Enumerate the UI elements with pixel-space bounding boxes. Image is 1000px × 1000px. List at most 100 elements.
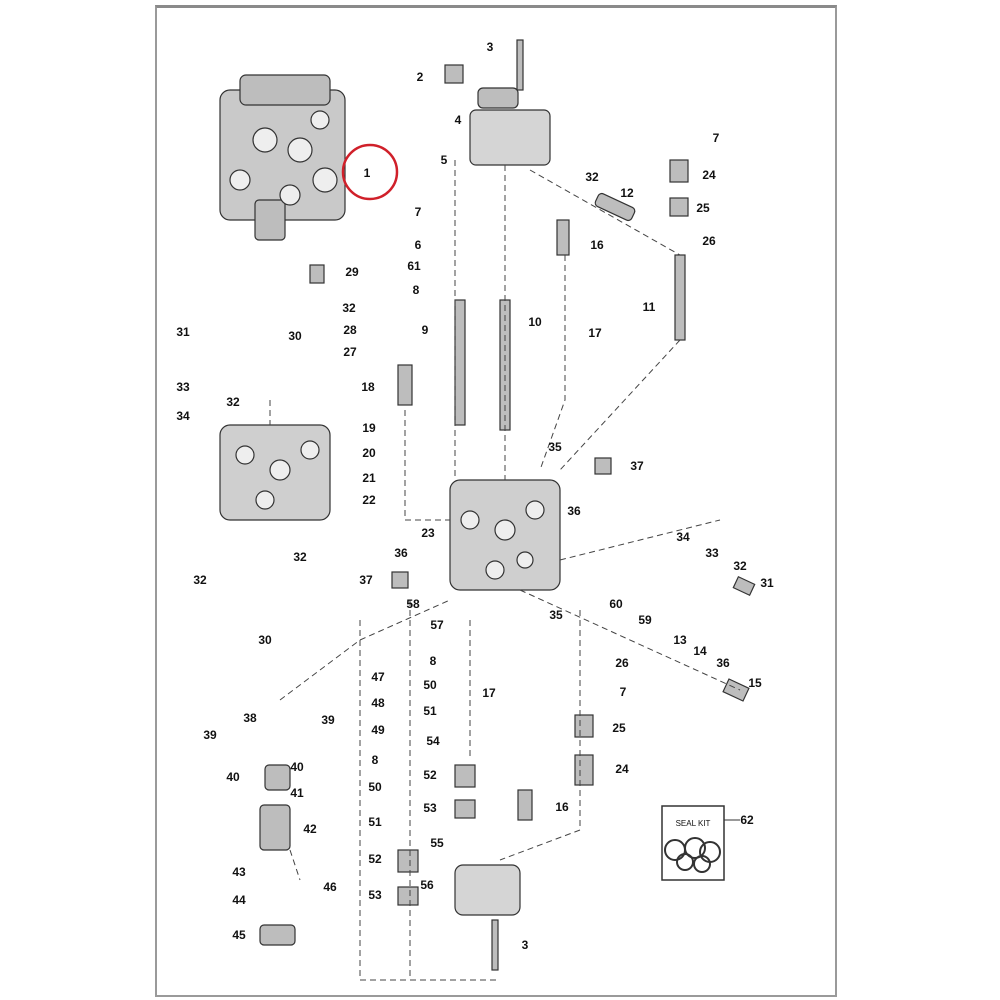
callout-7: 7 xyxy=(620,685,627,699)
callout-22: 22 xyxy=(362,493,376,507)
cap-25-top xyxy=(669,197,689,217)
callout-32: 32 xyxy=(733,559,747,573)
callout-59: 59 xyxy=(638,613,652,627)
callout-35: 35 xyxy=(549,608,563,622)
spool-11 xyxy=(674,254,686,341)
callout-39: 39 xyxy=(321,713,335,727)
callout-36: 36 xyxy=(716,656,730,670)
callout-25: 25 xyxy=(696,201,710,215)
cap-45 xyxy=(259,924,296,946)
callout-24: 24 xyxy=(615,762,629,776)
callout-9: 9 xyxy=(422,323,429,337)
callout-32: 32 xyxy=(193,573,207,587)
callout-8: 8 xyxy=(413,283,420,297)
callout-51: 51 xyxy=(423,704,437,718)
bolt-3-bottom xyxy=(491,919,499,971)
assembly-lines xyxy=(269,160,741,981)
callout-36: 36 xyxy=(567,504,581,518)
fitting-16 xyxy=(556,219,570,256)
plate-4 xyxy=(477,87,519,109)
callout-32: 32 xyxy=(226,395,240,409)
callout-3: 3 xyxy=(522,938,529,952)
callout-48: 48 xyxy=(371,696,385,710)
callout-42: 42 xyxy=(303,822,317,836)
callout-21: 21 xyxy=(362,471,376,485)
fitting-31 xyxy=(732,575,756,597)
callout-31: 31 xyxy=(176,325,190,339)
cap-2 xyxy=(444,64,464,84)
callout-41: 41 xyxy=(290,786,304,800)
fitting-37a xyxy=(594,457,612,475)
callout-40: 40 xyxy=(226,770,240,784)
callout-30: 30 xyxy=(258,633,272,647)
highlight-circle xyxy=(341,143,399,201)
callout-15: 15 xyxy=(748,676,762,690)
callout-44: 44 xyxy=(232,893,246,907)
callout-60: 60 xyxy=(609,597,623,611)
callout-53: 53 xyxy=(368,888,382,902)
cap-53b xyxy=(397,886,419,906)
fitting-15 xyxy=(722,678,750,702)
callout-11: 11 xyxy=(643,300,656,314)
callout-37: 37 xyxy=(630,459,644,473)
callout-25: 25 xyxy=(612,721,626,735)
fitting-29 xyxy=(309,264,325,284)
callout-43: 43 xyxy=(232,865,246,879)
callout-16: 16 xyxy=(590,238,604,252)
callout-52: 52 xyxy=(423,768,437,782)
callout-54: 54 xyxy=(426,734,440,748)
callout-1: 1 xyxy=(364,166,371,180)
callout-16: 16 xyxy=(555,800,569,814)
callout-7: 7 xyxy=(713,131,720,145)
callout-3: 3 xyxy=(487,40,494,54)
callout-4: 4 xyxy=(455,113,462,127)
seal-kit-label: SEAL KIT xyxy=(676,819,711,828)
callout-7: 7 xyxy=(415,205,422,219)
callout-47: 47 xyxy=(371,670,385,684)
callout-52: 52 xyxy=(368,852,382,866)
callout-26: 26 xyxy=(702,234,716,248)
callout-6: 6 xyxy=(415,238,422,252)
callout-13: 13 xyxy=(673,633,687,647)
housing-56 xyxy=(454,864,521,916)
callout-20: 20 xyxy=(362,446,376,460)
fitting-37b xyxy=(391,571,409,589)
callout-53: 53 xyxy=(423,801,437,815)
callout-17: 17 xyxy=(588,326,602,340)
callout-8: 8 xyxy=(430,654,437,668)
callout-50: 50 xyxy=(423,678,437,692)
callout-18: 18 xyxy=(361,380,375,394)
fitting-18 xyxy=(397,364,413,406)
callout-27: 27 xyxy=(343,345,357,359)
callout-51: 51 xyxy=(368,815,382,829)
callout-46: 46 xyxy=(323,880,337,894)
callout-12: 12 xyxy=(620,186,634,200)
callout-24: 24 xyxy=(702,168,716,182)
bolt-3-top xyxy=(516,39,524,91)
solenoid-12 xyxy=(594,192,636,222)
callout-39: 39 xyxy=(203,728,217,742)
callout-56: 56 xyxy=(420,878,434,892)
cap-25-bottom xyxy=(574,714,594,738)
cap-41 xyxy=(264,764,291,791)
callout-62: 62 xyxy=(740,813,754,827)
spring-24-bottom xyxy=(574,754,594,786)
callout-31: 31 xyxy=(760,576,774,590)
callout-28: 28 xyxy=(343,323,357,337)
callout-50: 50 xyxy=(368,780,382,794)
spring-52b xyxy=(397,849,419,873)
callout-30: 30 xyxy=(288,329,302,343)
callout-61: 61 xyxy=(407,259,421,273)
callout-55: 55 xyxy=(430,836,444,850)
callout-26: 26 xyxy=(615,656,629,670)
callout-36: 36 xyxy=(394,546,408,560)
seal-kit: SEAL KIT xyxy=(661,805,740,881)
callout-2: 2 xyxy=(417,70,424,84)
callout-49: 49 xyxy=(371,723,385,737)
callout-10: 10 xyxy=(528,315,542,329)
spring-52a xyxy=(454,764,476,788)
callout-23: 23 xyxy=(421,526,435,540)
callout-34: 34 xyxy=(176,409,190,423)
cap-24-top xyxy=(669,159,689,183)
